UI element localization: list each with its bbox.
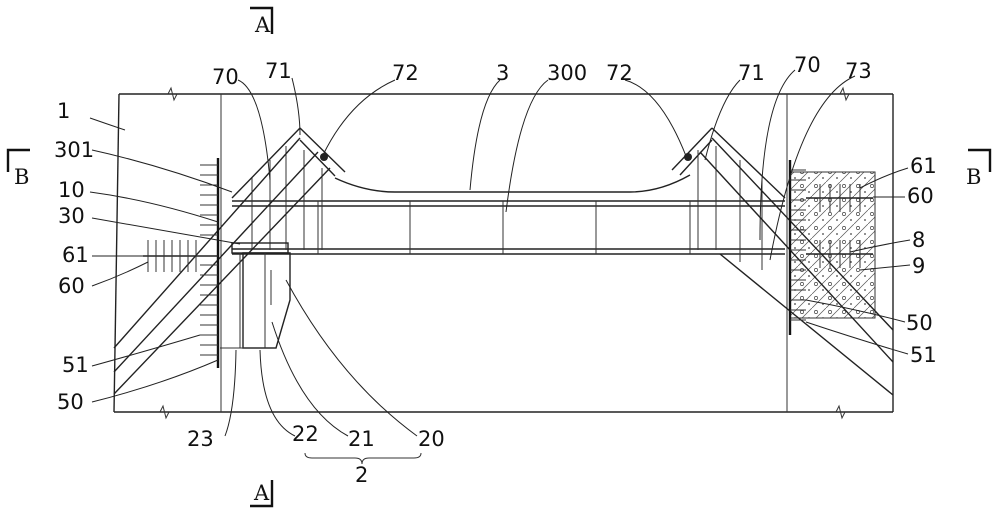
label-10: 10 bbox=[58, 178, 85, 202]
section-a-bottom-label: A bbox=[253, 481, 270, 505]
label-61-right: 61 bbox=[910, 154, 937, 178]
label-73: 73 bbox=[845, 59, 872, 83]
label-23: 23 bbox=[187, 427, 214, 451]
label-51-right: 51 bbox=[910, 343, 937, 367]
label-51-left: 51 bbox=[62, 353, 89, 377]
label-61-left: 61 bbox=[62, 243, 89, 267]
label-20: 20 bbox=[418, 427, 445, 451]
section-mark-b-right: B bbox=[966, 150, 990, 189]
label-21: 21 bbox=[348, 427, 375, 451]
label-70-left: 70 bbox=[212, 65, 239, 89]
section-mark-a-top: A bbox=[250, 8, 272, 37]
label-9: 9 bbox=[912, 254, 925, 278]
label-60-right: 60 bbox=[907, 184, 934, 208]
label-71-left: 71 bbox=[265, 59, 292, 83]
label-1: 1 bbox=[57, 99, 70, 123]
label-300: 300 bbox=[547, 61, 587, 85]
truss-left bbox=[114, 128, 345, 394]
label-3: 3 bbox=[496, 61, 509, 85]
label-301: 301 bbox=[54, 138, 94, 162]
label-72-left: 72 bbox=[392, 61, 419, 85]
label-71-right: 71 bbox=[738, 61, 765, 85]
label-30: 30 bbox=[58, 204, 85, 228]
support-pier-2 bbox=[220, 243, 290, 348]
label-50-right: 50 bbox=[906, 311, 933, 335]
section-a-top-label: A bbox=[254, 13, 271, 37]
label-2: 2 bbox=[355, 463, 368, 487]
deck-3 bbox=[232, 175, 785, 254]
anchor-left-60 bbox=[143, 240, 218, 272]
section-b-left-label: B bbox=[14, 165, 29, 189]
section-mark-b-left: B bbox=[8, 150, 30, 189]
label-8: 8 bbox=[912, 228, 925, 252]
label-72-right: 72 bbox=[606, 61, 633, 85]
section-mark-a-bottom: A bbox=[250, 480, 272, 506]
section-b-right-label: B bbox=[966, 165, 981, 189]
label-70-right: 70 bbox=[794, 53, 821, 77]
label-22: 22 bbox=[292, 422, 319, 446]
label-50-left: 50 bbox=[57, 390, 84, 414]
label-60-left: 60 bbox=[58, 274, 85, 298]
